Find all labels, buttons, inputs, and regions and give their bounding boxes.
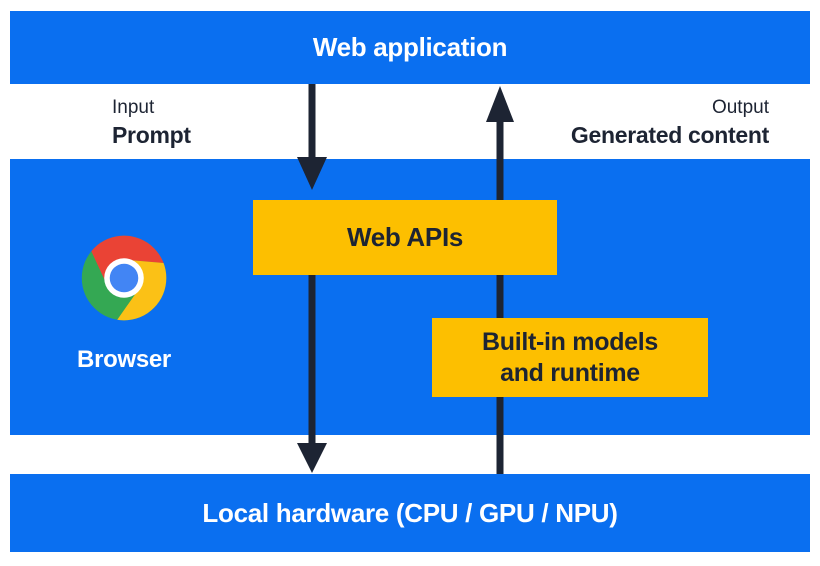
browser-label: Browser: [77, 346, 171, 373]
web-apis-label: Web APIs: [346, 222, 464, 252]
web-application-bar: Web application: [10, 11, 810, 84]
local-hardware-bar: Local hardware (CPU / GPU / NPU): [10, 474, 810, 552]
builtin-models-line2: and runtime: [500, 358, 640, 387]
local-hardware-label: Local hardware (CPU / GPU / NPU): [202, 497, 618, 528]
web-application-label: Web application: [312, 32, 508, 62]
builtin-models-box: Built-in models and runtime: [432, 318, 708, 397]
input-title: Input: [112, 97, 155, 118]
output-value: Generated content: [570, 122, 769, 148]
output-flow-label: Output Generated content: [571, 97, 769, 148]
web-apis-box: Web APIs: [253, 200, 557, 275]
browser-badge: Browser: [77, 232, 171, 374]
builtin-models-line1: Built-in models: [481, 327, 659, 356]
output-title: Output: [711, 97, 769, 118]
chrome-blue-center: [109, 263, 139, 293]
input-flow-label: Input Prompt: [112, 97, 191, 148]
chrome-logo-icon: [81, 235, 167, 321]
input-value: Prompt: [112, 122, 191, 148]
